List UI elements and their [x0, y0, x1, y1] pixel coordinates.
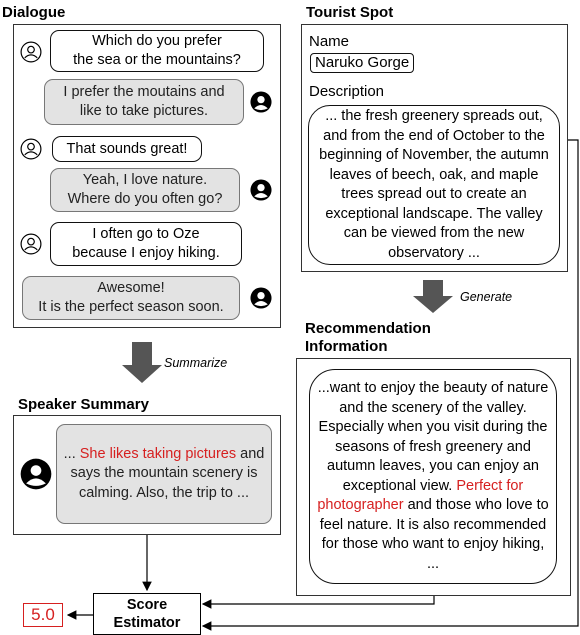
system-icon: [20, 233, 42, 255]
user-icon: [250, 179, 272, 201]
summary-highlight: She likes taking pictures: [79, 445, 237, 462]
message-line: because I enjoy hiking.: [72, 245, 220, 261]
description-label: Description: [309, 83, 385, 100]
message-line: Which do you prefer: [92, 33, 222, 49]
summarize-arrow: [122, 342, 162, 383]
score-estimator-line2: Estimator: [113, 615, 181, 631]
recommendation-part1: ...want to enjoy the beauty of nature an…: [317, 380, 549, 494]
tourist-spot-title: Tourist Spot: [306, 4, 394, 21]
recommendation-panel: ...want to enjoy the beauty of nature an…: [296, 358, 571, 596]
message-line: That sounds great!: [66, 140, 188, 157]
message-line: It is the perfect season soon.: [38, 299, 224, 315]
dialogue-message: I prefer the moutains and like to take pi…: [44, 79, 244, 125]
speaker-summary-title: Speaker Summary: [18, 396, 149, 413]
dialogue-message: That sounds great!: [52, 136, 202, 162]
tourist-spot-panel: Name Naruko Gorge Description ... the fr…: [301, 24, 568, 272]
message-line: Yeah, I love nature.: [82, 172, 208, 188]
description-bubble: ... the fresh greenery spreads out, and …: [308, 105, 560, 265]
dialogue-message: Yeah, I love nature. Where do you often g…: [50, 168, 240, 212]
system-icon: [20, 41, 42, 63]
recommendation-title-line1: Recommendation: [305, 320, 431, 337]
recommendation-part2: and those who love to feel nature. It is…: [319, 497, 549, 572]
generate-arrow: [413, 280, 453, 313]
summary-bubble: ... She likes taking pictures and says t…: [56, 424, 272, 524]
summarize-label: Summarize: [164, 356, 228, 370]
dialogue-title: Dialogue: [2, 4, 66, 21]
name-value: Naruko Gorge: [310, 53, 415, 73]
message-line: I often go to Oze: [92, 226, 200, 242]
summary-part1: ...: [63, 445, 80, 462]
message-line: Where do you often go?: [67, 191, 223, 207]
speaker-summary-panel: ... She likes taking pictures and says t…: [13, 415, 281, 535]
user-icon: [250, 287, 272, 309]
system-icon: [20, 138, 42, 160]
message-line: the sea or the mountains?: [73, 52, 241, 68]
message-line: Awesome!: [97, 280, 165, 296]
recommendation-highlight: Perfect for photographer: [317, 477, 524, 514]
recommendation-title: Recommendation Information: [305, 320, 431, 356]
recommendation-title-line2: Information: [305, 338, 388, 355]
generate-label: Generate: [460, 290, 513, 304]
name-label: Name: [309, 33, 350, 50]
user-icon: [20, 458, 52, 490]
message-line: I prefer the moutains and: [63, 84, 225, 100]
summary-part2: and says the mountain scenery is calming…: [70, 445, 265, 501]
dialogue-message: I often go to Oze because I enjoy hiking.: [50, 222, 242, 266]
description-text: ... the fresh greenery spreads out, and …: [319, 108, 549, 261]
dialogue-message: Which do you prefer the sea or the mounta…: [50, 30, 264, 72]
dialogue-message: Awesome! It is the perfect season soon.: [22, 276, 240, 320]
score-value: 5.0: [23, 603, 63, 627]
message-line: like to take pictures.: [79, 103, 209, 119]
score-estimator-line1: Score: [126, 597, 168, 613]
recommendation-to-estimator-line: [201, 594, 435, 609]
user-icon: [250, 91, 272, 113]
recommendation-bubble: ...want to enjoy the beauty of nature an…: [309, 369, 557, 584]
score-estimator-box: Score Estimator: [93, 593, 201, 635]
